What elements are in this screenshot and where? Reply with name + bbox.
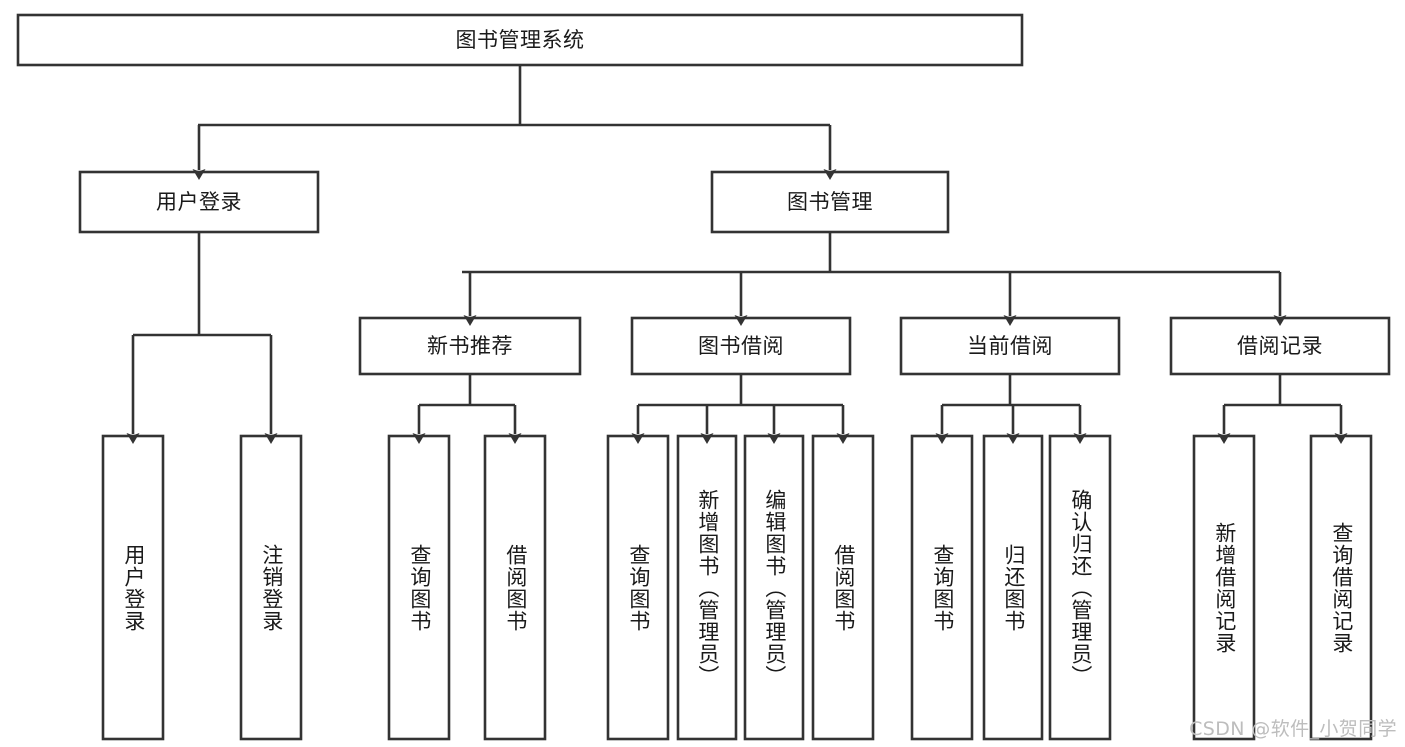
node-add-book-admin[interactable]: [678, 436, 736, 739]
node-q-book-3[interactable]: [912, 436, 972, 739]
node-borrow-book-2[interactable]: [813, 436, 873, 739]
node-box-query-borrow-record[interactable]: [1309, 434, 1373, 741]
node-confirm-return-admin[interactable]: [1050, 436, 1110, 739]
node-box-return-book[interactable]: [982, 434, 1044, 741]
node-box-borrow-book-1[interactable]: [483, 434, 547, 741]
node-user-login[interactable]: [80, 172, 318, 232]
node-query-borrow-record[interactable]: [1311, 436, 1371, 739]
node-q-book-1[interactable]: [389, 436, 449, 739]
node-root[interactable]: [18, 15, 1022, 65]
node-borrow-record[interactable]: [1171, 318, 1389, 374]
node-edit-book-admin[interactable]: [745, 436, 803, 739]
node-box-q-book-1[interactable]: [387, 434, 451, 741]
node-leaf-logout[interactable]: [241, 436, 301, 739]
node-boxes-layer: [16, 13, 1391, 741]
node-book-management[interactable]: [712, 172, 948, 232]
node-box-leaf-logout[interactable]: [239, 434, 303, 741]
node-box-borrow-book-2[interactable]: [811, 434, 875, 741]
node-current-borrow[interactable]: [901, 318, 1119, 374]
node-box-new-book-rec[interactable]: [358, 316, 582, 376]
node-box-root[interactable]: [16, 13, 1024, 67]
connectors-layer: [126, 65, 1348, 444]
node-box-leaf-user-login[interactable]: [101, 434, 165, 741]
node-add-borrow-record[interactable]: [1194, 436, 1254, 739]
node-leaf-user-login[interactable]: [103, 436, 163, 739]
node-q-book-2[interactable]: [608, 436, 668, 739]
node-box-confirm-return-admin[interactable]: [1048, 434, 1112, 741]
node-box-add-book-admin[interactable]: [676, 434, 738, 741]
node-box-add-borrow-record[interactable]: [1192, 434, 1256, 741]
node-box-current-borrow[interactable]: [899, 316, 1121, 376]
node-box-user-login[interactable]: [78, 170, 320, 234]
node-box-q-book-3[interactable]: [910, 434, 974, 741]
node-book-borrow[interactable]: [632, 318, 850, 374]
node-box-q-book-2[interactable]: [606, 434, 670, 741]
node-borrow-book-1[interactable]: [485, 436, 545, 739]
node-return-book[interactable]: [984, 436, 1042, 739]
node-new-book-rec[interactable]: [360, 318, 580, 374]
